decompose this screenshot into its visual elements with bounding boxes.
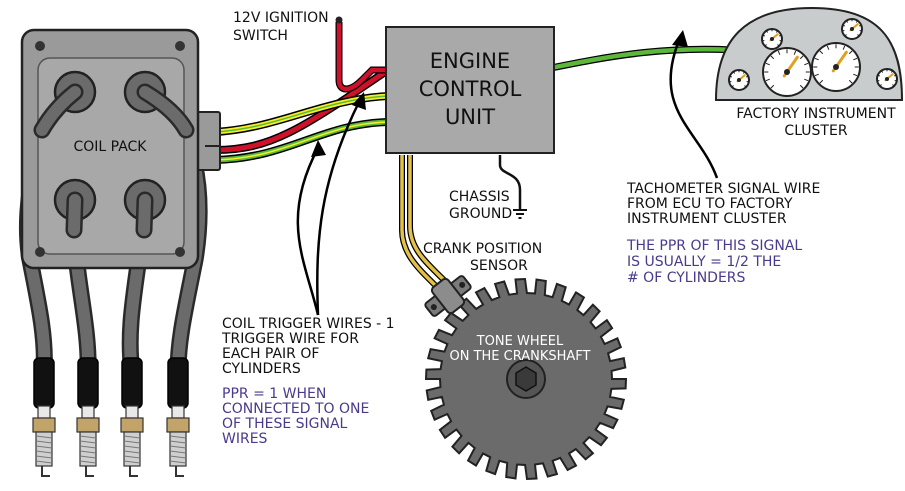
plug-boot <box>33 357 55 409</box>
cluster-label-line-2: CLUSTER <box>784 123 847 139</box>
tone-wheel-label-line-1: TONE WHEEL <box>476 334 564 349</box>
plug-boot <box>77 357 99 409</box>
coil-ppr-note-line-1: PPR = 1 WHEN <box>222 386 326 402</box>
coil-trigger-label-line-4: CYLINDERS <box>222 361 301 377</box>
ecu-label-line-1: ENGINE <box>430 49 510 73</box>
coil-pack-label: COIL PACK <box>73 139 147 155</box>
mounting-bolt-icon <box>35 41 45 51</box>
plug-hex-nut <box>32 417 56 433</box>
crank-sensor-label-line-1: CRANK POSITION <box>423 241 542 257</box>
mounting-bolt-icon <box>175 41 185 51</box>
spark-plug <box>120 357 144 477</box>
ecu-label-line-3: UNIT <box>445 105 495 129</box>
coil-to-ecu-wires <box>214 66 391 164</box>
plug-insulator <box>171 405 185 419</box>
plug-electrode <box>41 466 50 477</box>
mounting-bolt-icon <box>35 247 45 257</box>
spark-plug <box>76 357 100 477</box>
coil-trigger-label-line-2: TRIGGER WIRE FOR <box>221 331 359 347</box>
chassis-ground-label-line-2: GROUND <box>449 206 512 222</box>
ecu: ENGINE CONTROL UNIT <box>385 26 555 154</box>
crank-sensor-wire <box>399 155 451 293</box>
arrow-head-icon <box>672 30 688 47</box>
tach-wire-label-line-3: INSTRUMENT CLUSTER <box>627 211 787 227</box>
cluster-label-line-1: FACTORY INSTRUMENT <box>736 106 896 122</box>
ignition-switch-label-line-2: SWITCH <box>233 28 288 44</box>
coil-trigger-label-line-1: COIL TRIGGER WIRES - 1 <box>222 316 395 332</box>
gauge-dial-icon <box>762 47 812 97</box>
instrument-cluster <box>714 6 904 101</box>
plug-boot <box>167 357 189 409</box>
plug-insulator <box>81 405 95 419</box>
spark-plug <box>166 357 190 477</box>
plug-hex-nut <box>120 417 144 433</box>
plug-electrode <box>129 466 138 477</box>
tach-wire-arrow <box>669 37 719 179</box>
ecu-label-line-2: CONTROL <box>419 77 522 101</box>
tach-ppr-note-line-3: # OF CYLINDERS <box>627 270 746 286</box>
plug-boot <box>121 357 143 409</box>
coil-ppr-note-line-4: WIRES <box>222 431 268 447</box>
mounting-bolt-icon <box>175 247 185 257</box>
plug-insulator <box>37 405 51 419</box>
crank-sensor-label-line-2: SENSOR <box>470 258 528 274</box>
spark-plug <box>32 357 56 477</box>
coil-trigger-arrow <box>316 99 362 316</box>
plug-electrode <box>85 466 94 477</box>
chassis-ground-label-line-1: CHASSIS <box>449 189 510 205</box>
ecu-box <box>385 26 555 154</box>
tach-ppr-note-line-2: IS USUALLY = 1/2 THE <box>627 254 781 270</box>
ignition-switch-label-line-1: 12V IGNITION <box>233 10 329 26</box>
gauge-dial-icon <box>841 18 863 40</box>
tach-ppr-note-line-1: THE PPR OF THIS SIGNAL <box>626 238 802 254</box>
tone-wheel: TONE WHEEL ON THE CRANKSHAFT <box>424 277 628 481</box>
gauge-dial-icon <box>876 68 898 90</box>
arrow-head-icon <box>352 92 366 110</box>
gauges <box>728 18 898 97</box>
pointer-arrows <box>296 37 719 316</box>
chassis-ground-wire <box>498 155 527 219</box>
power-wire <box>214 67 390 153</box>
plug-electrode <box>175 466 184 477</box>
gauge-dial-icon <box>761 28 783 50</box>
coil-trigger-label-line-3: EACH PAIR OF <box>222 346 319 362</box>
coil-pack: COIL PACK <box>20 28 221 270</box>
arrow-head-icon <box>311 140 326 157</box>
tach-wire-label-line-1: TACHOMETER SIGNAL WIRE <box>626 181 820 197</box>
ignition-wire <box>335 16 388 93</box>
ignition-terminal <box>335 16 343 24</box>
crank-position-sensor <box>424 275 472 317</box>
plug-hex-nut <box>76 417 100 433</box>
plug-hex-nut <box>166 417 190 433</box>
arrow-heads <box>311 30 688 157</box>
crank-bolt-icon <box>515 366 537 392</box>
coil-trigger-arrow <box>296 147 320 316</box>
plug-insulator <box>125 405 139 419</box>
gauge-dial-icon <box>811 42 861 92</box>
gauge-dial-icon <box>728 69 750 91</box>
tone-wheel-label-line-2: ON THE CRANKSHAFT <box>450 349 591 364</box>
plug-lead-boots <box>33 83 195 239</box>
coil-ppr-note-line-2: CONNECTED TO ONE <box>222 401 369 417</box>
spark-plugs <box>32 357 190 477</box>
tach-wire-label-line-2: FROM ECU TO FACTORY <box>627 196 793 212</box>
coil-ppr-note-line-3: OF THESE SIGNAL <box>222 416 348 432</box>
